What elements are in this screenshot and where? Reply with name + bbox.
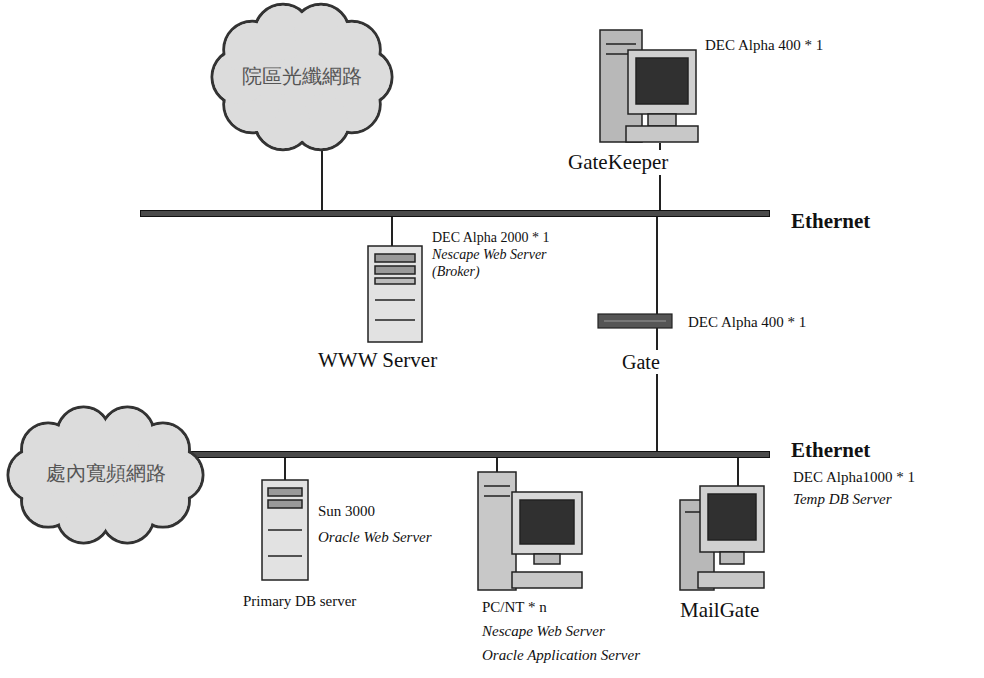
- network-cloud: 院區光纖網路: [212, 2, 392, 152]
- db-server-node: Sun 3000Oracle Web ServerPrimary DB serv…: [262, 480, 308, 580]
- network-link: [496, 458, 498, 472]
- mailgate-node: DEC Alpha1000 * 1Temp DB ServerMailGate: [680, 486, 764, 590]
- ethernet-bus: Ethernet: [140, 210, 770, 217]
- gatekeeper-node: DEC Alpha 400 * 1GateKeeper: [598, 28, 698, 143]
- www-server-tower: [368, 246, 422, 342]
- gatekeeper-computer: [600, 30, 698, 142]
- network-cloud: 處內寬頻網路: [8, 405, 203, 545]
- bus-label: Ethernet: [791, 209, 870, 234]
- spec-label: DEC Alpha 400 * 1: [705, 36, 823, 54]
- bus-label: Ethernet: [791, 438, 870, 463]
- gate-router: [598, 314, 672, 328]
- network-link: [284, 458, 286, 480]
- spec-label: DEC Alpha1000 * 1: [793, 468, 915, 486]
- pc-workstation: [478, 472, 582, 590]
- spec-label: DEC Alpha 400 * 1: [688, 313, 806, 331]
- spec-label: PC/NT * n: [482, 598, 547, 616]
- spec-label: Nescape Web Server (Broker): [432, 247, 572, 281]
- pc-node: PC/NT * nNescape Web ServerOracle Applic…: [478, 472, 582, 590]
- network-link: [737, 458, 739, 486]
- mailgate-computer: [680, 486, 764, 590]
- spec-label: Sun 3000: [318, 502, 375, 520]
- device-name: GateKeeper: [566, 150, 670, 175]
- spec-label: Nescape Web Server: [482, 622, 605, 640]
- cloud-label: 院區光纖網路: [212, 64, 392, 88]
- spec-label: DEC Alpha 2000 * 1: [432, 230, 549, 247]
- spec-label: Temp DB Server: [793, 490, 892, 508]
- spec-label: Oracle Web Server: [318, 528, 432, 546]
- db-server-tower: [262, 480, 308, 580]
- network-link: [656, 217, 658, 314]
- device-name: Gate: [620, 350, 662, 374]
- spec-label: Oracle Application Server: [482, 646, 640, 664]
- network-link: [391, 217, 393, 246]
- ethernet-bus: Ethernet: [140, 451, 770, 458]
- device-name: Primary DB server: [243, 592, 356, 610]
- cloud-label: 處內寬頻網路: [8, 461, 203, 485]
- gate-node: DEC Alpha 400 * 1Gate: [598, 314, 672, 328]
- device-name: MailGate: [680, 598, 759, 623]
- www-server-node: DEC Alpha 2000 * 1Nescape Web Server (Br…: [368, 246, 422, 342]
- device-name: WWW Server: [318, 348, 437, 373]
- network-link: [656, 328, 658, 451]
